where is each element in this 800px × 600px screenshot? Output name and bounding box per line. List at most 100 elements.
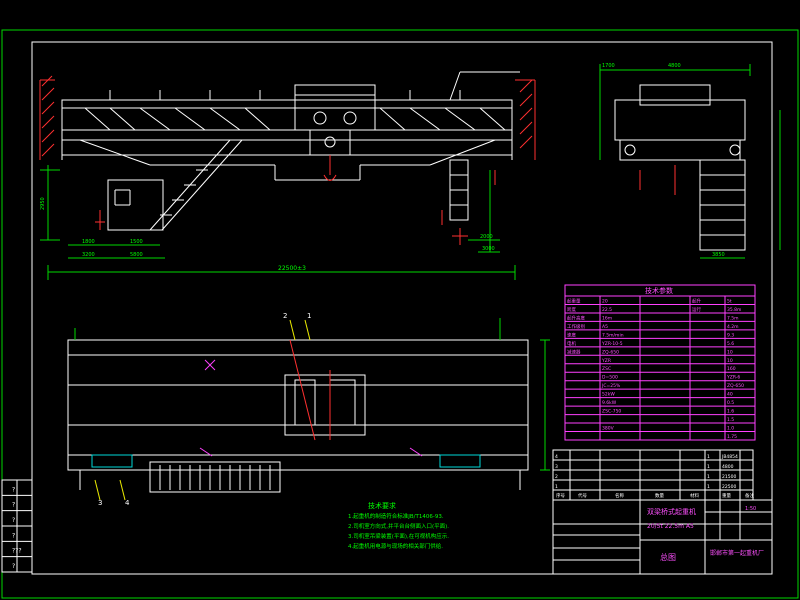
tech-note-1: 1.起重机的制造符合标准JB/T1406-93.	[348, 512, 444, 520]
params-cell: 0.5	[727, 400, 734, 406]
right-ladder	[449, 159, 469, 221]
operator-cab	[107, 179, 164, 231]
callout-4: 4	[125, 499, 130, 507]
plan-walkway-hatching	[159, 465, 271, 490]
stamp-cell: ?	[12, 532, 15, 539]
outer-frame	[1, 29, 799, 599]
stamp-cell: ?	[12, 563, 15, 570]
parts-cell: 4800	[722, 464, 734, 470]
tech-notes-title: 技术要求	[368, 501, 396, 510]
parts-cell: 1	[707, 464, 710, 470]
params-cell: 7.5m/min	[602, 332, 624, 338]
parts-header: 名称	[615, 492, 624, 499]
params-cell: 16m	[602, 315, 612, 321]
params-cell: 速度	[567, 331, 576, 338]
drawing-spec: 20/5t 22.5m A5	[647, 523, 694, 530]
company-name: 邯郸市第一起重机厂	[710, 549, 764, 557]
tech-note-3: 3.司机室吊梁装置(平面),在可视机构应示.	[348, 532, 449, 540]
dim-left-2: 5800	[130, 252, 143, 258]
params-cell: 52kW	[602, 392, 615, 398]
params-cell: 起升	[692, 297, 701, 304]
params-cell: YZR	[601, 358, 611, 364]
params-cell: 7.5m	[727, 315, 739, 321]
params-cell: 9.3	[727, 332, 734, 338]
parts-cell: JB4854	[721, 454, 738, 460]
sheet-label: 总图	[660, 552, 676, 562]
plan-view	[67, 318, 550, 501]
parts-cell: 22500	[722, 484, 736, 490]
params-cell: 35.8m	[727, 307, 741, 313]
params-cell: ZQ-650	[602, 349, 619, 355]
params-cell: 10	[727, 358, 733, 364]
parts-header: 代号	[578, 492, 587, 499]
hook-assembly	[323, 155, 337, 181]
params-cell: 5.6	[727, 341, 734, 347]
params-cell: 10	[727, 349, 733, 355]
params-cell: JC=25%	[601, 383, 621, 389]
scale-label: 1:50	[745, 506, 756, 512]
parts-cell: 1	[707, 474, 710, 480]
parts-header: 数量	[655, 492, 664, 499]
params-cell: YZR-6	[726, 375, 740, 381]
parts-cell: 1	[555, 484, 558, 490]
params-cell: 20	[602, 298, 608, 304]
params-cell: D=500	[602, 375, 618, 381]
parts-header: 重量	[722, 492, 731, 499]
dim-left-1: 1800	[82, 239, 95, 245]
dim-left-vertical: 2950	[40, 197, 46, 210]
params-cell: 运行	[692, 306, 701, 313]
callout-1: 1	[307, 312, 311, 320]
params-table-title: 技术参数	[645, 286, 673, 295]
center-markers	[95, 170, 496, 245]
params-cell: 160	[727, 366, 736, 372]
parts-cell: 21500	[722, 474, 736, 480]
parts-cell: 1	[707, 454, 710, 460]
callout-3: 3	[98, 499, 102, 507]
params-cell: 减速器	[567, 348, 581, 355]
front-elevation-view	[39, 71, 536, 280]
title-block: 双梁桥式起重机 20/5t 22.5m A5 总图 邯郸市第一起重机厂 1:50	[552, 499, 773, 575]
right-wall-hatch	[515, 79, 536, 160]
drawing-name: 双梁桥式起重机	[647, 507, 696, 516]
params-cell: 4.2m	[727, 324, 739, 330]
walkway-railing	[84, 90, 506, 131]
trolley	[294, 84, 376, 156]
main-girder	[61, 99, 513, 181]
parts-header: 材料	[690, 492, 699, 499]
parts-cell: 3	[555, 464, 558, 470]
params-cell: 5t	[727, 298, 732, 304]
parts-cell: 1	[707, 484, 710, 490]
params-cell: 1.75	[727, 434, 737, 440]
left-wall-hatch	[39, 75, 55, 160]
params-cell: 电机	[567, 340, 576, 347]
side-elevation-view	[599, 64, 781, 259]
dim-right-1: 2000	[480, 234, 493, 240]
params-cell: 跨度	[567, 306, 576, 313]
technical-notes: 技术要求 1.起重机的制造符合标准JB/T1406-93. 2.司机室方向式,并…	[348, 501, 449, 550]
params-cell: 1.5	[727, 417, 734, 423]
approval-stamp-box: ????????	[1, 479, 33, 573]
params-cell: YZR-10-5	[601, 341, 623, 347]
params-cell: 380V	[602, 426, 615, 432]
params-cell: 1.6	[727, 409, 734, 415]
inner-frame	[31, 41, 773, 575]
params-cell: 22.5	[602, 307, 612, 313]
dim-left-3: 3200	[82, 252, 95, 258]
params-cell: 40	[727, 392, 733, 398]
params-cell: 1.0	[727, 426, 734, 432]
dim-left-4: 1500	[130, 239, 143, 245]
overall-span-dim: 22500±3	[278, 265, 306, 272]
params-cell: ZSC-750	[602, 409, 621, 415]
params-cell: 起重量	[567, 297, 581, 304]
side-dim-top: 4800	[668, 63, 681, 69]
dim-right-2: 3000	[482, 246, 495, 252]
params-cell: ZQ-650	[727, 383, 744, 389]
side-dim-bottom: 3850	[712, 252, 725, 258]
params-cell: A5	[602, 324, 608, 330]
parts-header: 序号	[556, 492, 565, 499]
cab-ladder	[149, 139, 243, 231]
